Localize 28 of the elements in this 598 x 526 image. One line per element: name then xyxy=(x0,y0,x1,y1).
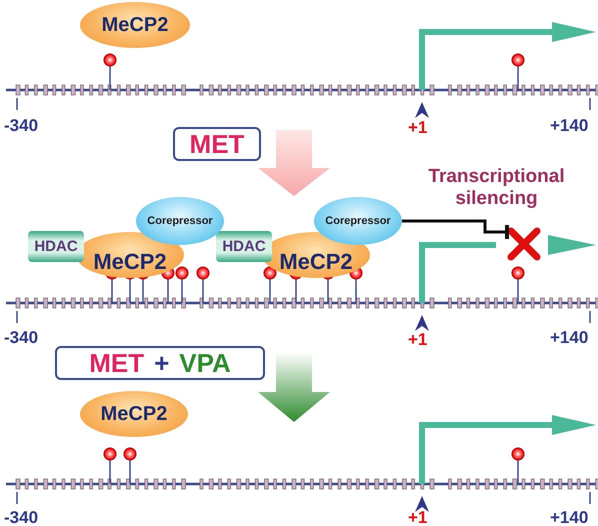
treatment-label: + xyxy=(154,348,170,378)
position-label: +1 xyxy=(408,330,428,350)
treatment-label: VPA xyxy=(179,348,231,378)
protein-label: MeCP2 xyxy=(102,14,168,36)
position-label: +1 xyxy=(408,508,428,526)
enzyme-box xyxy=(28,231,84,262)
protein-label: Corepressor xyxy=(325,215,391,227)
protein-label: MeCP2 xyxy=(93,249,167,275)
position-label: -340 xyxy=(4,508,38,526)
treatment-label: MET xyxy=(89,348,144,378)
treatment-box xyxy=(173,127,261,161)
position-label: -340 xyxy=(4,328,38,348)
treatment-label: MET xyxy=(190,128,244,160)
position-label: +140 xyxy=(550,116,588,136)
annotation-text: Transcriptional silencing xyxy=(427,166,566,210)
enzyme-box xyxy=(216,231,272,262)
position-label: -340 xyxy=(4,116,38,136)
protein-label: HDAC xyxy=(34,238,78,255)
position-label: +140 xyxy=(550,328,588,348)
inhibition-line xyxy=(402,220,509,241)
position-label: +140 xyxy=(550,508,588,526)
treatment-box xyxy=(55,346,265,380)
protein-label: Corepressor xyxy=(147,215,213,227)
cross-mark xyxy=(508,228,540,260)
protein-label: MeCP2 xyxy=(100,402,168,426)
protein-label: MeCP2 xyxy=(279,249,353,275)
protein-label: HDAC xyxy=(222,238,266,255)
position-label: +1 xyxy=(408,118,428,138)
